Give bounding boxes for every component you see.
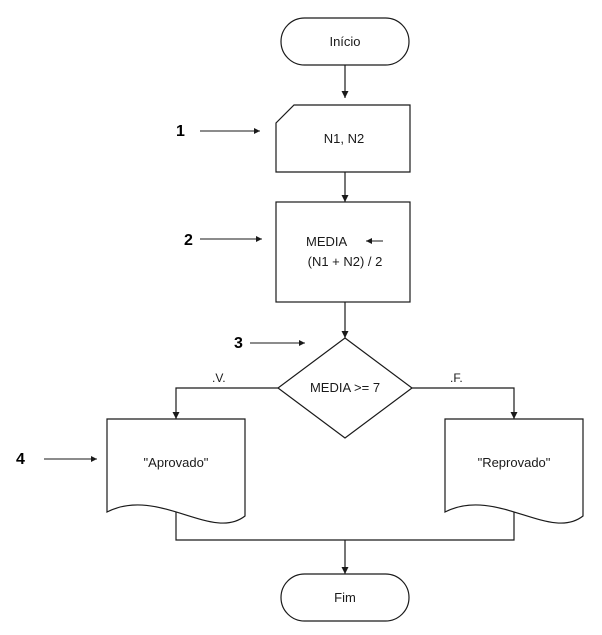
- edge-decision-true-branch: [172, 387, 278, 419]
- step-marker-4: 4: [16, 451, 25, 468]
- process-label-line2: (N1 + N2) / 2: [308, 254, 383, 269]
- output-document-reprovado: [444, 418, 584, 524]
- step-marker-2: 2: [184, 232, 193, 249]
- start-terminal: [280, 17, 410, 66]
- decision-label: MEDIA >= 7: [310, 380, 380, 395]
- decision-diamond: [276, 337, 414, 439]
- input-label: N1, N2: [324, 131, 364, 146]
- start-label: Início: [329, 34, 360, 49]
- step-marker-3: 3: [234, 335, 243, 352]
- output-document-aprovado: [106, 418, 246, 524]
- true-branch-label: .V.: [212, 371, 226, 385]
- step-marker-1: 1: [176, 123, 185, 140]
- end-label: Fim: [334, 590, 356, 605]
- process-label-line1: MEDIA: [306, 234, 348, 249]
- process-box: [275, 201, 411, 303]
- end-terminal: [280, 573, 410, 622]
- output-reprovado-label: "Reprovado": [478, 455, 551, 470]
- edge-decision-false-branch: [412, 387, 518, 419]
- output-aprovado-label: "Aprovado": [144, 455, 209, 470]
- manual-input-box: [275, 104, 411, 173]
- false-branch-label: .F.: [450, 371, 463, 385]
